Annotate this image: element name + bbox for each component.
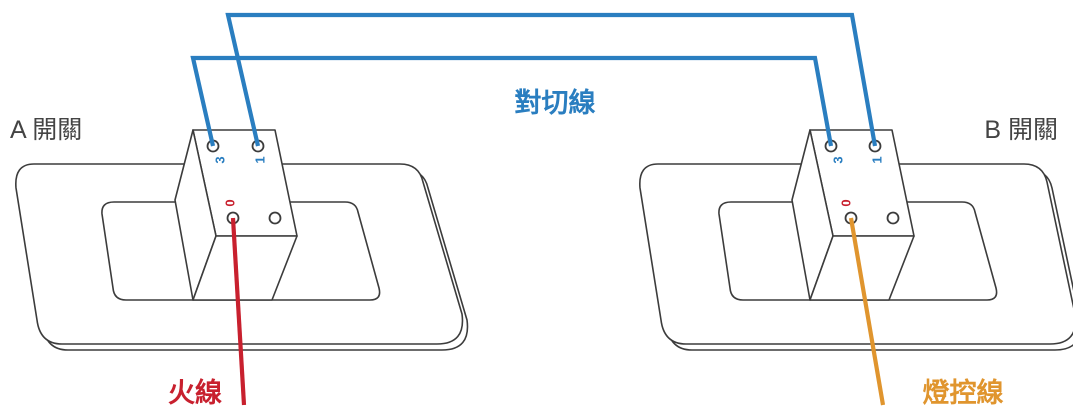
switch-b-terminal-0-label: 0: [839, 199, 854, 206]
load-wire-label: 燈控線: [923, 377, 1004, 408]
traveler-wire-label: 對切線: [515, 87, 596, 118]
switch-b-label: B 開關: [984, 116, 1058, 144]
traveler-wire-inner: [190, 55, 834, 147]
switch-a: [15, 129, 469, 351]
traveler-wires: [190, 12, 878, 147]
switch-b-terminal-3-label: 3: [831, 156, 846, 163]
switch-a-terminal-0-label: 0: [223, 199, 238, 206]
switch-a-label: A 開關: [10, 116, 82, 144]
live-wire-label: 火線: [168, 377, 222, 408]
switch-b-spare-hole: [886, 211, 900, 225]
switch-b-terminal-1-label: 1: [870, 156, 885, 163]
traveler-wire-outer: [225, 12, 878, 147]
switch-a-spare-hole: [268, 211, 282, 225]
live-wire: [230, 217, 247, 406]
switch-b-terminal-block: [791, 129, 915, 301]
load-wire: [848, 217, 886, 406]
switch-a-terminal-3-label: 3: [213, 156, 228, 163]
switch-a-terminal-1-label: 1: [253, 156, 268, 163]
switch-a-terminal-block: [174, 129, 298, 301]
